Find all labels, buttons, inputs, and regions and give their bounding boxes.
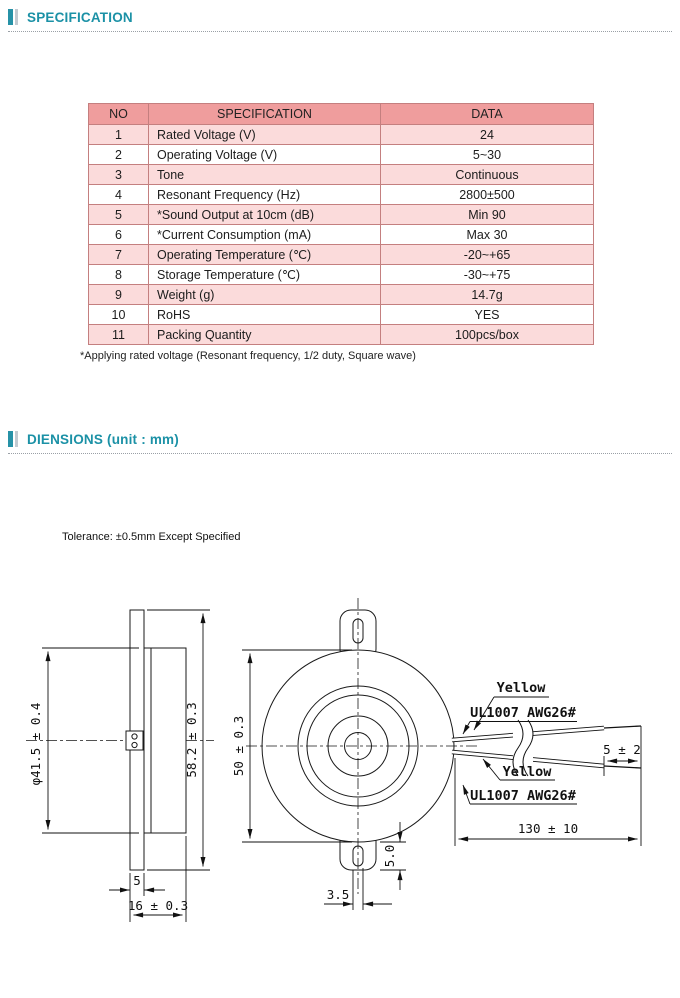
dim-ear-extension: 5.0 [382, 845, 397, 868]
spec-table-cell-data: Max 30 [380, 224, 594, 245]
spec-table-cell-data: -20~+65 [380, 244, 594, 265]
spec-table-cell-spec: Weight (g) [148, 284, 381, 305]
front-view-dimensions [242, 649, 642, 910]
spec-table-cell-no: 10 [88, 304, 149, 325]
spec-table-cell-data: YES [380, 304, 594, 325]
spec-table-cell-no: 9 [88, 284, 149, 305]
dim-total-depth: 16 ± 0.3 [128, 898, 188, 913]
spec-table-cell-no: 3 [88, 164, 149, 185]
dim-slot-width: 3.5 [327, 887, 350, 902]
section-marker-icon [8, 9, 13, 25]
wire-break-mark [522, 719, 534, 777]
side-view [26, 609, 214, 871]
wire-top-spec-label: UL1007 AWG26# [470, 705, 577, 721]
spec-table-cell-data: 2800±500 [380, 184, 594, 205]
spec-table-cell-data: 100pcs/box [380, 324, 594, 345]
front-view [246, 598, 478, 894]
side-view-dimensions [42, 609, 210, 922]
spec-table-cell-spec: Rated Voltage (V) [148, 124, 381, 145]
terminal-detail [125, 730, 144, 751]
drawing-labels: φ41.5 ± 0.4 58.2 ± 0.3 5 16 ± 0.3 50 ± 0… [28, 680, 641, 913]
spec-table-cell-no: 8 [88, 264, 149, 285]
wire-bottom-stripped [603, 765, 642, 769]
wire-bottom-color-label: Yellow [503, 764, 553, 780]
spec-table-cell-no: 6 [88, 224, 149, 245]
spec-table-cell-spec: *Current Consumption (mA) [148, 224, 381, 245]
spec-table-cell-data: Min 90 [380, 204, 594, 225]
spec-table-cell-spec: Operating Temperature (℃) [148, 244, 381, 265]
wire-top-color-label: Yellow [497, 680, 547, 696]
section-marker-sub-icon [15, 9, 18, 25]
spec-table-cell-data: 14.7g [380, 284, 594, 305]
section-divider [8, 31, 672, 32]
wire-break-mark [512, 719, 524, 777]
spec-table-header-row: NO SPECIFICATION DATA [88, 103, 594, 125]
spec-table-cell-spec: RoHS [148, 304, 381, 325]
spec-table-cell-spec: Operating Voltage (V) [148, 144, 381, 165]
wire-bottom-spec-label: UL1007 AWG26# [470, 788, 577, 804]
section-marker-icon [8, 431, 13, 447]
dimensions-section-title: DIENSIONS (unit : mm) [27, 431, 179, 447]
side-body [143, 647, 187, 834]
spec-table-header-specification: SPECIFICATION [148, 103, 381, 125]
spec-table-cell-no: 2 [88, 144, 149, 165]
dim-overall-height: 58.2 ± 0.3 [184, 702, 199, 777]
spec-table-cell-spec: Storage Temperature (℃) [148, 264, 381, 285]
spec-table-cell-no: 4 [88, 184, 149, 205]
section-divider [8, 453, 672, 454]
dim-body-diameter: φ41.5 ± 0.4 [28, 703, 43, 786]
technical-drawing: φ41.5 ± 0.4 58.2 ± 0.3 5 16 ± 0.3 50 ± 0… [26, 598, 642, 922]
dim-flange-thickness: 5 [133, 873, 141, 888]
spec-table-cell-spec: Resonant Frequency (Hz) [148, 184, 381, 205]
spec-table-cell-no: 5 [88, 204, 149, 225]
spec-table-header-no: NO [88, 103, 149, 125]
spec-table-cell-data: 24 [380, 124, 594, 145]
spec-table-cell-no: 7 [88, 244, 149, 265]
wire-top-stripped [603, 725, 642, 729]
spec-table-row: 6*Current Consumption (mA)Max 30 [88, 224, 594, 245]
wires [451, 718, 642, 777]
spec-table-cell-data: 5~30 [380, 144, 594, 165]
section-marker-sub-icon [15, 431, 18, 447]
specification-section-header: SPECIFICATION [8, 7, 133, 27]
specification-section-title: SPECIFICATION [27, 9, 133, 25]
tolerance-note: Tolerance: ±0.5mm Except Specified [62, 531, 241, 543]
spec-table-cell-data: -30~+75 [380, 264, 594, 285]
spec-table-cell-no: 1 [88, 124, 149, 145]
spec-table-row: 5*Sound Output at 10cm (dB)Min 90 [88, 204, 594, 225]
dimensions-section-header: DIENSIONS (unit : mm) [8, 429, 179, 449]
spec-table-cell-data: Continuous [380, 164, 594, 185]
dim-wire-length: 130 ± 10 [518, 821, 578, 836]
spec-table-header-data: DATA [380, 103, 594, 125]
table-footnote: *Applying rated voltage (Resonant freque… [80, 350, 416, 362]
spec-table-cell-no: 11 [88, 324, 149, 345]
spec-table-cell-spec: *Sound Output at 10cm (dB) [148, 204, 381, 225]
spec-table-cell-spec: Packing Quantity [148, 324, 381, 345]
dim-front-diameter: 50 ± 0.3 [231, 716, 246, 776]
spec-table-cell-spec: Tone [148, 164, 381, 185]
dim-strip-length: 5 ± 2 [603, 742, 641, 757]
